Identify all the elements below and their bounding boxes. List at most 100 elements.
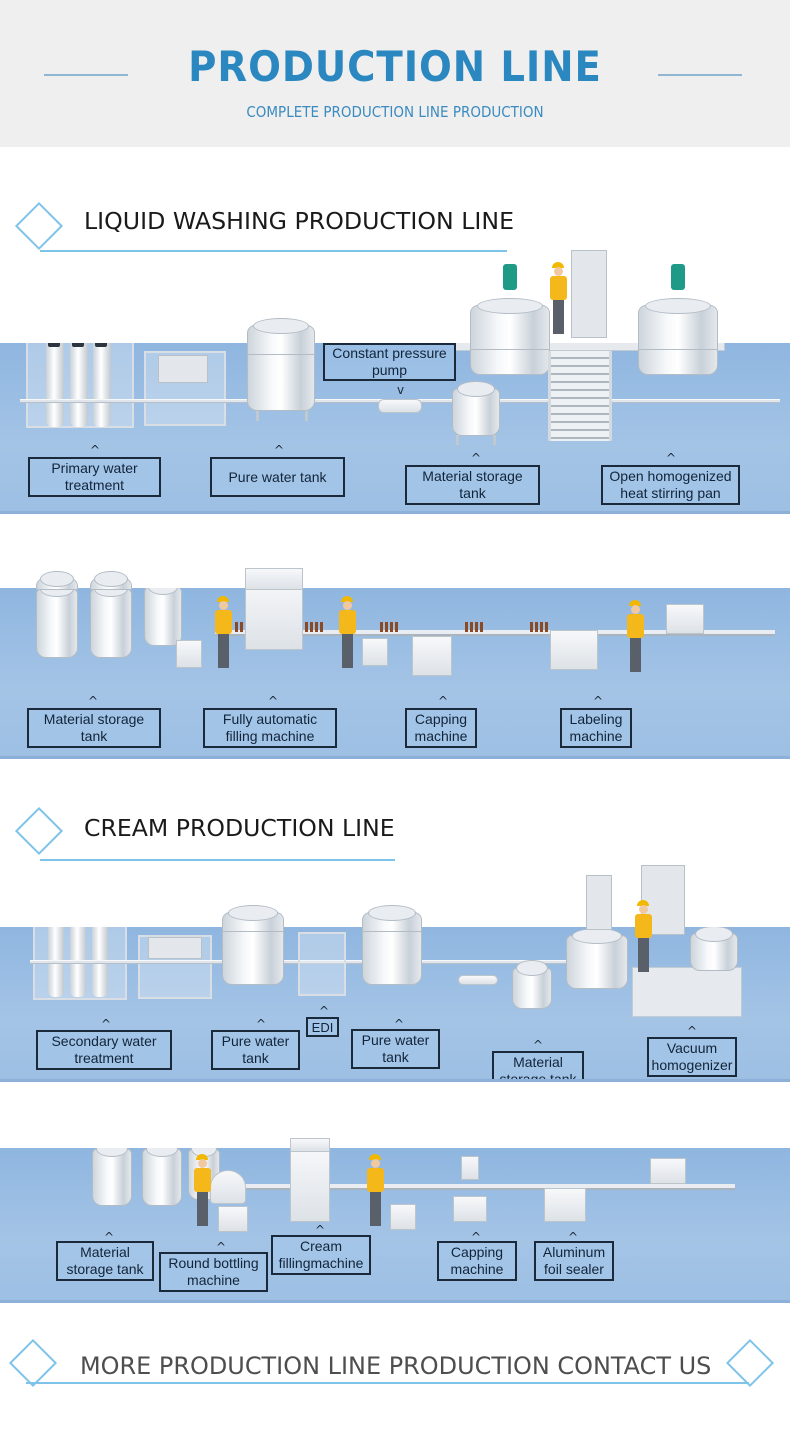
section-title: CREAM PRODUCTION LINE: [84, 816, 395, 842]
pointer-caret: ^: [687, 1024, 698, 1038]
hero-banner: PRODUCTION LINE COMPLETE PRODUCTION LINE…: [0, 0, 790, 147]
filter-column: [70, 343, 88, 427]
pointer-caret: ^: [319, 1004, 330, 1018]
tank-top: [247, 318, 315, 355]
equipment-label: Aluminum foil sealer: [534, 1241, 614, 1281]
capping-control-box: [461, 1156, 479, 1180]
printer-drawing: [650, 1158, 686, 1184]
equipment-label: Secondary water treatment: [36, 1030, 172, 1070]
homogenizer-pot-drawing: [690, 927, 738, 971]
storage-tank-drawing: [90, 588, 132, 658]
equipment-row-cream-2: ^ Material storage tank ^ Round bottling…: [0, 1148, 790, 1303]
storage-tank-drawing: [144, 588, 182, 646]
pure-water-tank-drawing: [222, 927, 284, 985]
pan-top: [638, 298, 718, 350]
pump-drawing: [378, 399, 422, 413]
labeling-machine-drawing: [550, 630, 598, 670]
equipment-label: Labeling machine: [560, 708, 632, 748]
equipment-label: Vacuum homogenizer: [647, 1037, 737, 1077]
storage-tank-drawing: [92, 1148, 132, 1206]
tank-top: [90, 571, 132, 590]
bottles: [305, 622, 325, 632]
pointer-caret: ^: [471, 451, 482, 465]
control-panel: [148, 937, 202, 959]
equipment-label: Material storage tank: [27, 708, 161, 748]
equipment-label: Round bottling machine: [159, 1252, 268, 1292]
equipment-row-liquid-2: ^ Material storage tank ^ Fully automati…: [0, 588, 790, 759]
filter-column: [46, 343, 64, 427]
control-panel: [158, 355, 208, 383]
motor-icon: [503, 264, 517, 290]
filling-machine-top: [290, 1138, 330, 1152]
equipment-label: Pure water tank: [351, 1029, 440, 1069]
equipment-label: Pure water tank: [211, 1030, 300, 1070]
contact-banner[interactable]: MORE PRODUCTION LINE PRODUCTION CONTACT …: [0, 1335, 790, 1405]
round-bottling-machine-drawing: [210, 1170, 246, 1204]
contact-text[interactable]: MORE PRODUCTION LINE PRODUCTION CONTACT …: [80, 1352, 712, 1380]
crate: [390, 1204, 416, 1230]
equipment-label: Material storage tank: [492, 1051, 584, 1082]
pointer-caret: ^: [533, 1038, 544, 1052]
pointer-caret: ^: [438, 694, 449, 708]
capping-machine-drawing: [453, 1196, 487, 1222]
valve-icon: [48, 343, 60, 347]
equipment-label: Fully automatic filling machine: [203, 708, 337, 748]
vacuum-homogenizer-drawing: [566, 928, 628, 989]
equipment-label: EDI: [306, 1017, 339, 1037]
pointer-caret: ^: [90, 443, 101, 457]
filter-column: [93, 343, 111, 427]
page-subtitle: COMPLETE PRODUCTION LINE PRODUCTION: [246, 103, 544, 121]
equipment-label: Primary water treatment: [28, 457, 161, 497]
conveyor: [215, 630, 775, 636]
pointer-caret: ^: [268, 694, 279, 708]
pure-water-tank-drawing: [362, 927, 422, 985]
storage-tank-drawing: [142, 1148, 182, 1206]
bottles: [530, 622, 550, 632]
pointer-caret: ^: [394, 1017, 405, 1031]
pointer-caret: ^: [593, 694, 604, 708]
printer-drawing: [666, 604, 704, 634]
platform: [632, 967, 742, 1017]
storage-tank-drawing: [36, 588, 78, 658]
tank-legs: [456, 435, 496, 445]
filling-machine-top: [245, 568, 303, 590]
equipment-row-cream-1: ^ Secondary water treatment ^ Pure water…: [0, 927, 790, 1082]
contact-underline: [26, 1382, 749, 1384]
page-title: PRODUCTION LINE: [188, 42, 602, 91]
pointer-caret: ^: [88, 694, 99, 708]
equipment-label: Cream fillingmachine: [271, 1235, 371, 1275]
section-title: LIQUID WASHING PRODUCTION LINE: [84, 209, 515, 235]
hero-rule-right: [658, 74, 742, 76]
section-header-liquid-washing: LIQUID WASHING PRODUCTION LINE: [0, 195, 790, 265]
diamond-outline-icon: [14, 806, 64, 856]
edi-unit-frame: [298, 932, 346, 996]
section-underline: [40, 859, 395, 861]
capping-machine-drawing: [412, 636, 452, 676]
crate: [218, 1206, 248, 1232]
bottles: [465, 622, 485, 632]
hero-rule-left: [44, 74, 128, 76]
diamond-outline-icon: [725, 1338, 775, 1388]
pointer-caret: v: [397, 383, 405, 397]
pointer-caret: ^: [101, 1017, 112, 1031]
tank-top: [362, 905, 422, 932]
equipment-label: Open homogenized heat stirring pan: [601, 465, 740, 505]
storage-tank-drawing: [512, 960, 552, 1009]
equipment-label: Material storage tank: [405, 465, 540, 505]
diamond-outline-icon: [14, 201, 64, 251]
equipment-label: Capping machine: [405, 708, 477, 748]
pointer-caret: ^: [568, 1230, 579, 1244]
equipment-label: Constant pressure pump: [323, 343, 456, 381]
pointer-caret: ^: [666, 451, 677, 465]
pointer-caret: ^: [471, 1230, 482, 1244]
valve-icon: [72, 343, 84, 347]
pointer-caret: ^: [256, 1017, 267, 1031]
diamond-outline-icon: [8, 1338, 58, 1388]
pump-drawing: [458, 975, 498, 985]
equipment-label: Material storage tank: [56, 1241, 154, 1281]
section-underline: [40, 250, 507, 252]
tank-legs: [256, 411, 308, 421]
crate: [176, 640, 202, 668]
pointer-caret: ^: [216, 1240, 227, 1254]
control-cabinet: [571, 250, 607, 338]
